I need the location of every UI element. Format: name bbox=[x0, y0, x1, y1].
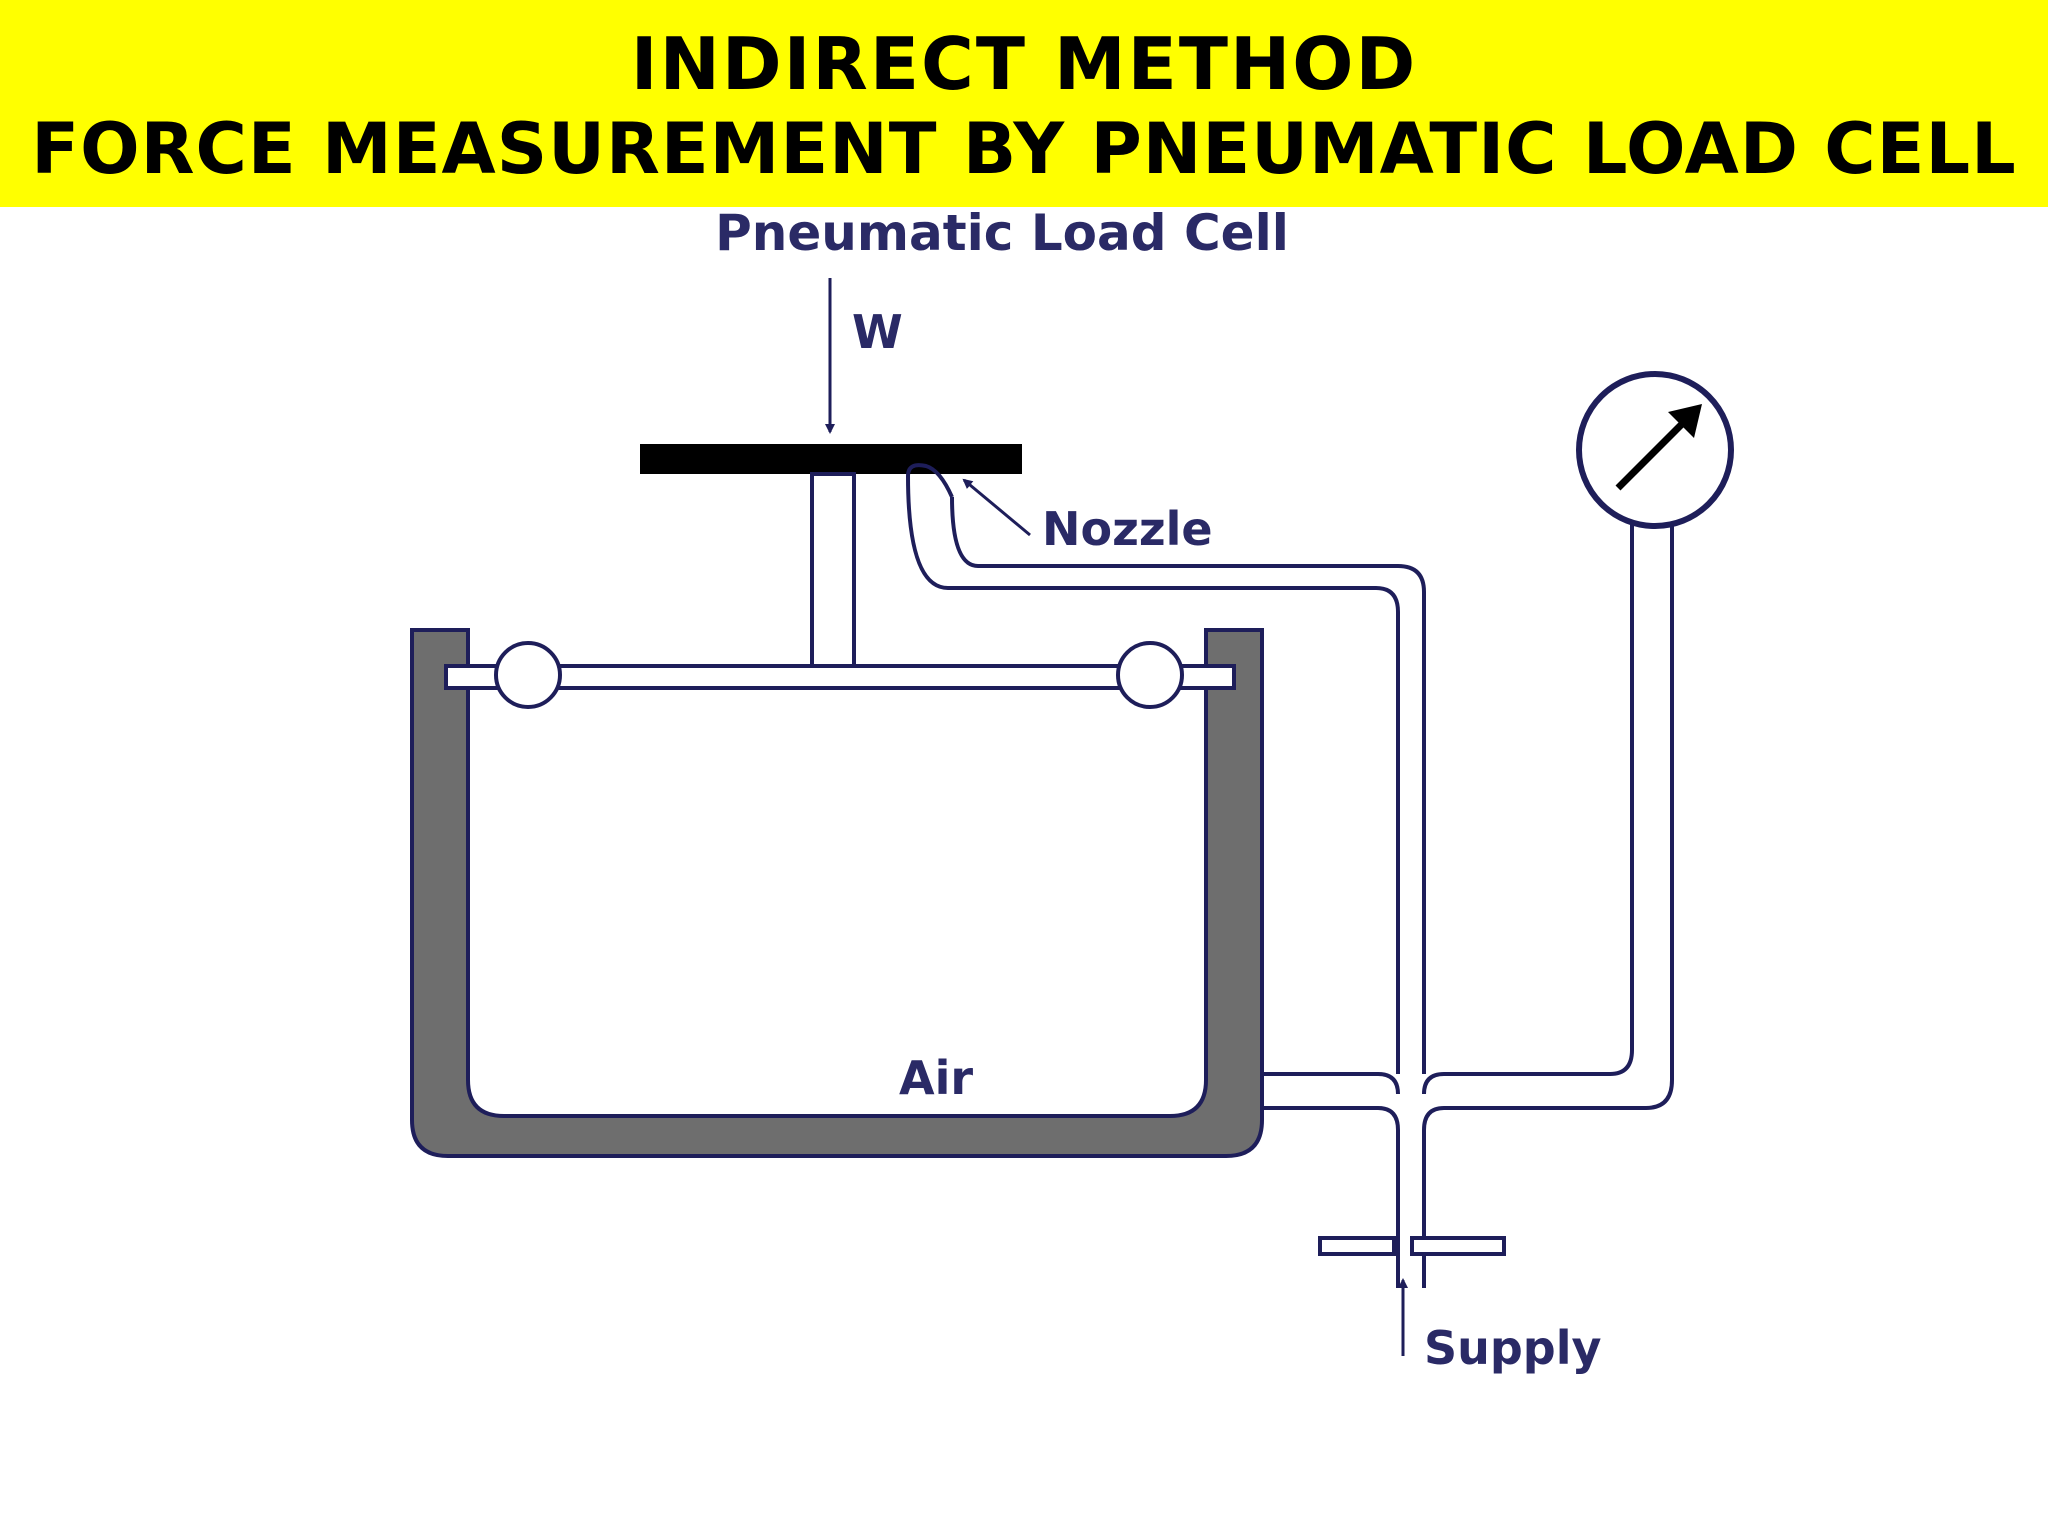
nozzle-label: Nozzle bbox=[1042, 502, 1213, 556]
diaphragm-bar bbox=[444, 664, 1236, 690]
diagram-title: Pneumatic Load Cell bbox=[715, 204, 1289, 262]
load-platform bbox=[640, 444, 1022, 474]
nozzle-pointer-arrow bbox=[962, 478, 1031, 537]
supply-orifice-right bbox=[1410, 1236, 1506, 1256]
supply-orifice-left bbox=[1318, 1236, 1396, 1256]
load-label: W bbox=[852, 305, 903, 359]
banner-title-line-1: INDIRECT METHOD bbox=[630, 22, 1418, 106]
tank-wall bbox=[410, 628, 1264, 1158]
platform-stem bbox=[810, 472, 856, 668]
gauge-pipe bbox=[1422, 523, 1674, 1131]
diaphragm-seal-right bbox=[1116, 641, 1184, 709]
banner-title-line-2: FORCE MEASUREMENT BY PNEUMATIC LOAD CELL bbox=[31, 108, 2017, 190]
air-label: Air bbox=[899, 1051, 973, 1105]
supply-pipe bbox=[1396, 1130, 1426, 1288]
diaphragm-seal-left bbox=[494, 641, 562, 709]
pressure-gauge-icon bbox=[1576, 371, 1734, 529]
nozzle-pipe bbox=[906, 463, 1426, 1074]
supply-label: Supply bbox=[1424, 1321, 1602, 1375]
tank-air-pipe bbox=[1262, 1072, 1400, 1131]
title-banner: INDIRECT METHOD FORCE MEASUREMENT BY PNE… bbox=[0, 0, 2048, 207]
